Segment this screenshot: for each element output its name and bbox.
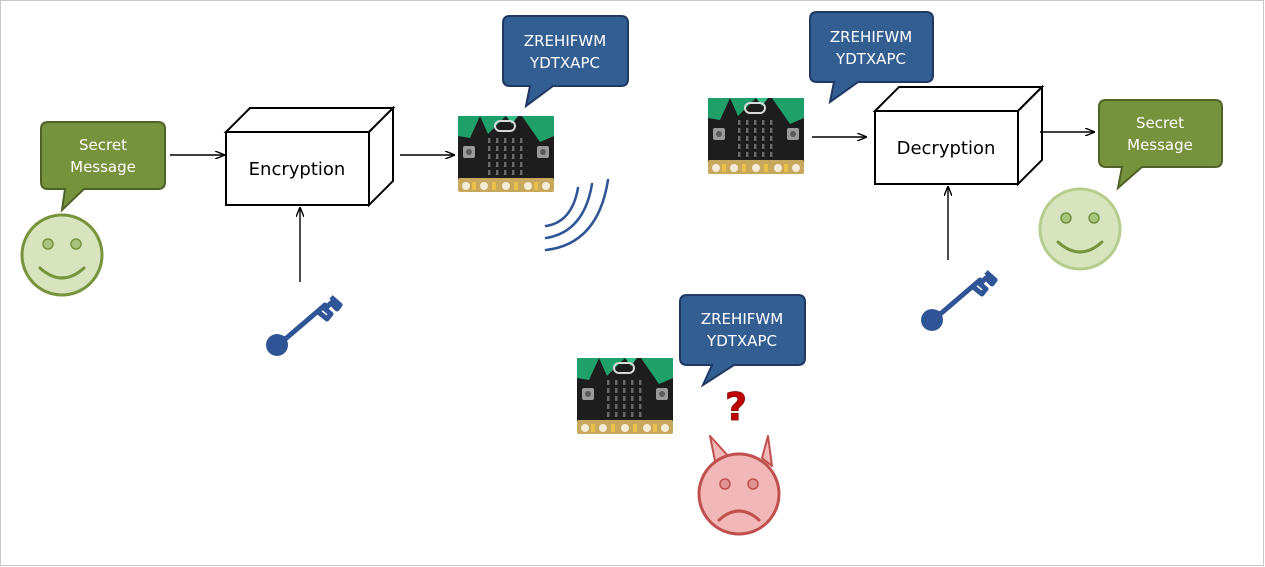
ciphertext-line-2: YDTXAPC	[835, 50, 906, 68]
receiver-bubble-line-1: Secret	[1136, 114, 1184, 132]
receiver-bubble-line-2: Message	[1127, 136, 1193, 154]
question-mark-icon: ?	[725, 385, 747, 429]
smiley-face-icon	[1038, 187, 1122, 271]
key-icon	[266, 297, 340, 356]
microbit-board-icon	[707, 97, 805, 175]
encryption-box: Encryption	[223, 105, 396, 208]
smiley-face-icon	[20, 213, 104, 297]
decryption-box: Decryption	[872, 84, 1045, 187]
microbit-board-icon	[457, 115, 555, 193]
encryption-label: Encryption	[249, 159, 346, 180]
devil-face-icon	[697, 435, 781, 536]
ciphertext-line-2: YDTXAPC	[706, 332, 777, 350]
decryption-label: Decryption	[897, 138, 996, 159]
ciphertext-line-1: ZREHIFWM	[701, 310, 783, 328]
sender-bubble-line-1: Secret	[79, 136, 127, 154]
ciphertext-bubble: ZREHIFWM YDTXAPC	[809, 11, 934, 105]
sender-bubble-line-2: Message	[70, 158, 136, 176]
ciphertext-bubble: ZREHIFWM YDTXAPC	[502, 15, 629, 109]
receiver-bubble: Secret Message	[1098, 99, 1223, 191]
radio-waves-icon	[544, 178, 610, 252]
key-icon	[921, 272, 995, 331]
microbit-board-icon	[576, 357, 674, 435]
ciphertext-line-1: ZREHIFWM	[830, 28, 912, 46]
ciphertext-bubble: ZREHIFWM YDTXAPC	[679, 294, 806, 388]
ciphertext-line-2: YDTXAPC	[529, 54, 600, 72]
ciphertext-line-1: ZREHIFWM	[524, 32, 606, 50]
sender-bubble: Secret Message	[40, 121, 166, 213]
